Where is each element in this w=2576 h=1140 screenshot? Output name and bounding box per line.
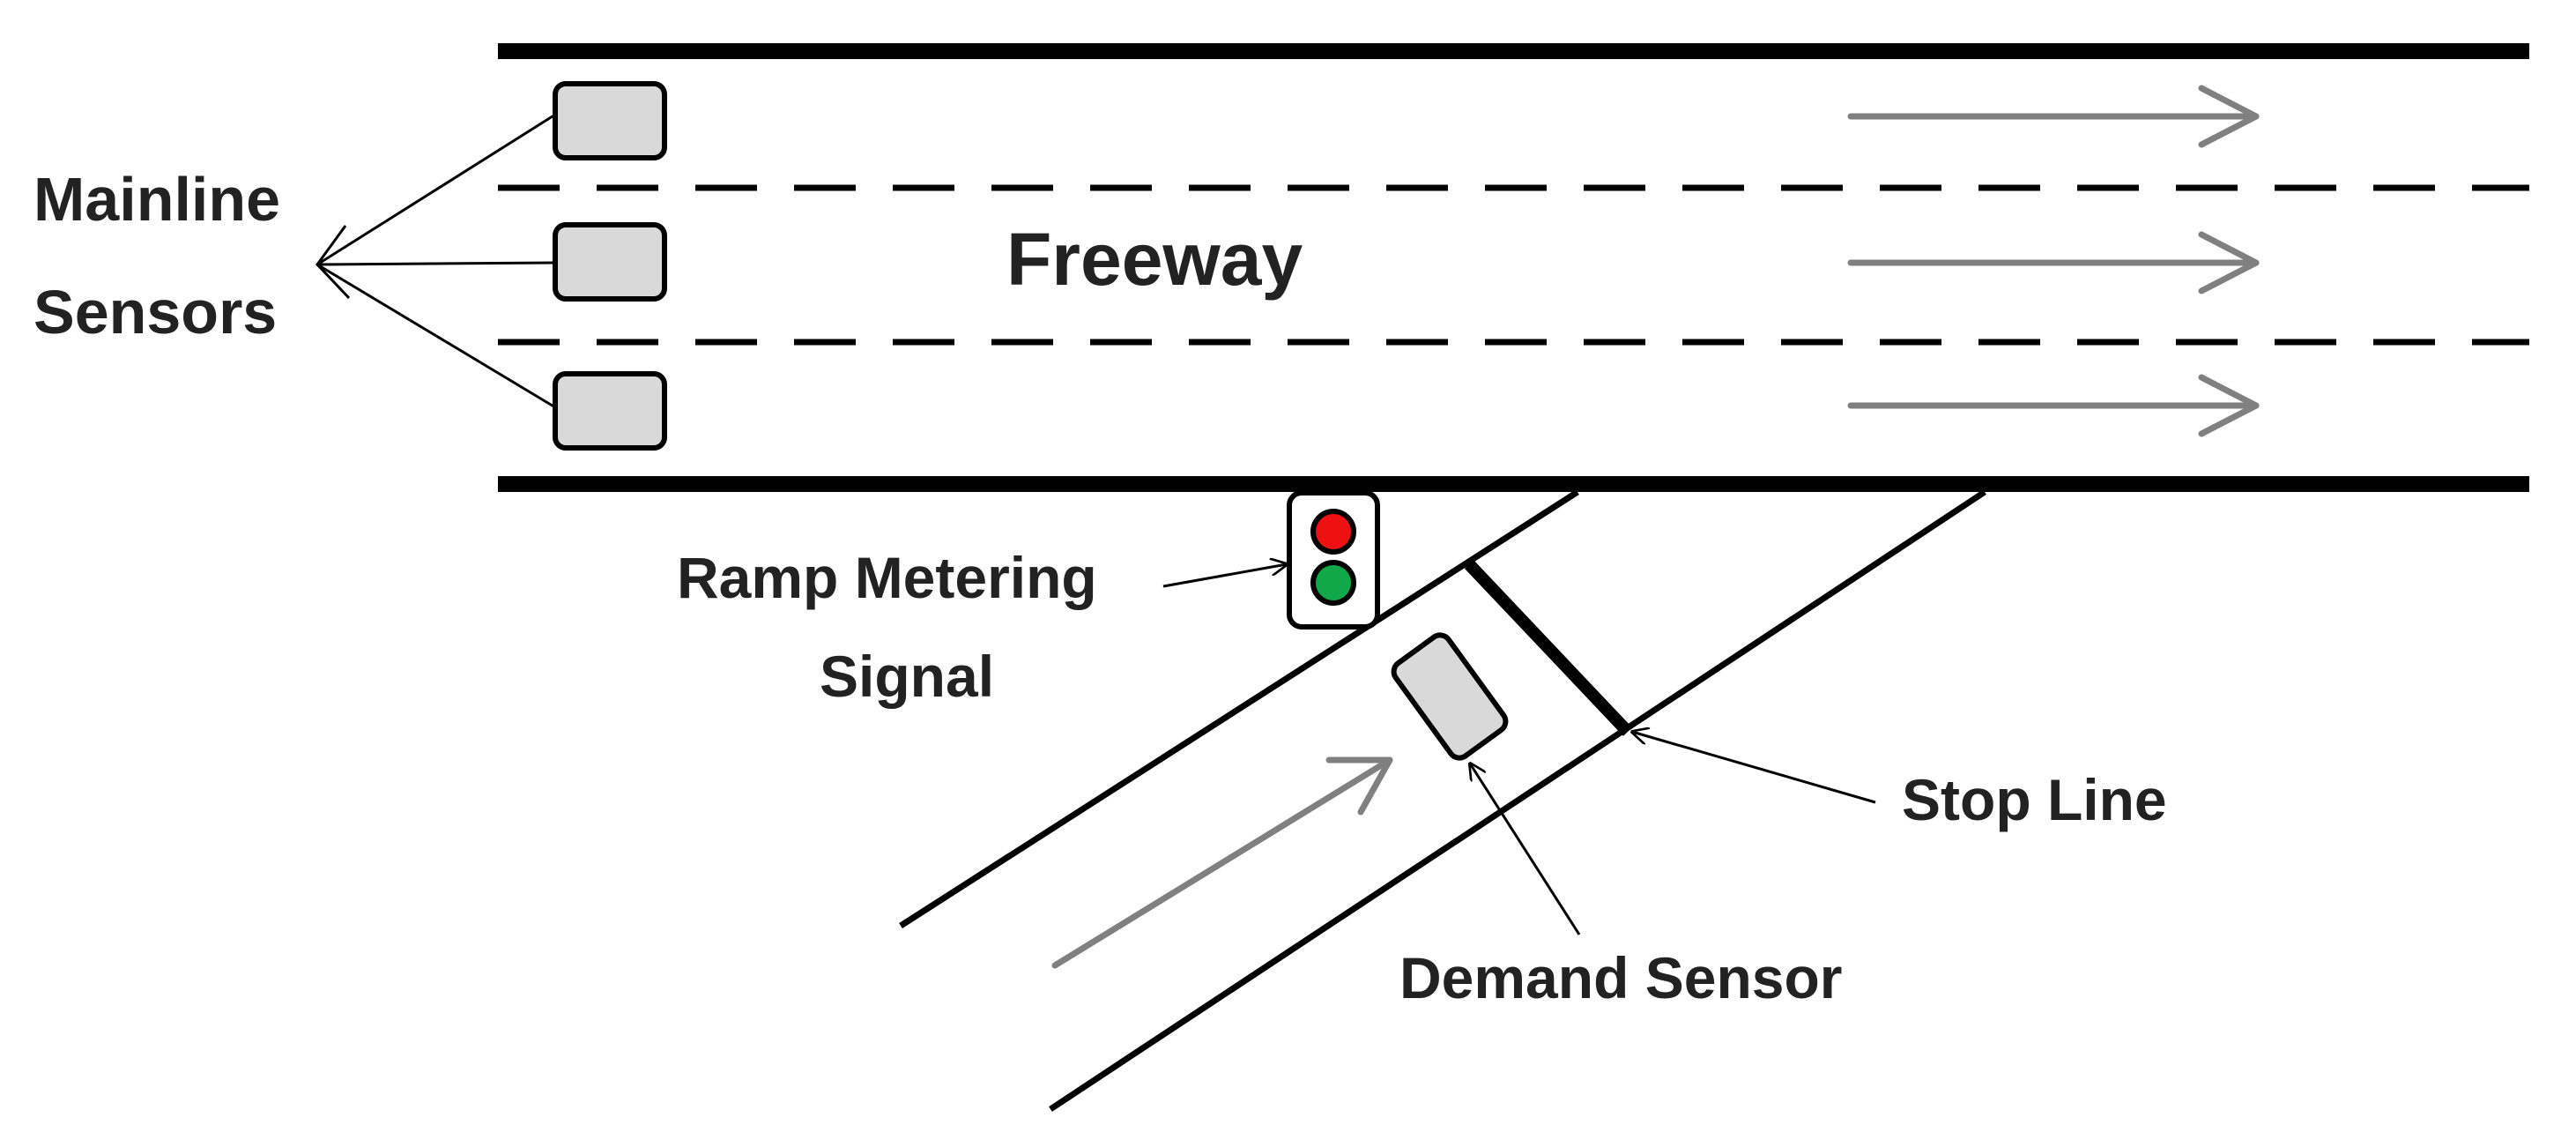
ramp-flow-arrow [1051, 756, 1393, 969]
signal-red-light [1310, 509, 1356, 555]
ramp-signal-label-line2: Signal [820, 644, 994, 709]
mainline-sensor [553, 222, 667, 302]
mainline-sensors-label-line2: Sensors [33, 278, 277, 346]
mainline-leader-line [316, 263, 556, 409]
ramp-right-edge [1049, 489, 1986, 1112]
signal-green-light [1310, 560, 1356, 606]
freeway-flow-arrow [1847, 85, 2260, 148]
demand-sensor [1391, 632, 1509, 761]
stop-line [1464, 560, 1633, 736]
freeway-flow-arrow [1847, 231, 2260, 294]
demand-sensor-leader-line [1470, 764, 1581, 935]
mainline-leader-line [316, 113, 556, 266]
ramp-signal-label-line1: Ramp Metering [677, 545, 1097, 610]
mainline-leader-arrowhead [316, 225, 351, 300]
mainline-sensors-label-line1: Mainline [33, 165, 280, 234]
stop-line-label: Stop Line [1902, 767, 2167, 832]
freeway-flow-arrow [1847, 374, 2260, 437]
mainline-leader-line [316, 261, 556, 266]
freeway-label: Freeway [1006, 218, 1303, 301]
mainline-sensor [553, 371, 667, 451]
stop-line-leader-line [1632, 732, 1876, 804]
signal-leader-line [1162, 564, 1287, 588]
ramp-left-edge [899, 489, 1579, 928]
mainline-sensor [553, 81, 667, 160]
demand-sensor-label: Demand Sensor [1399, 945, 1842, 1010]
